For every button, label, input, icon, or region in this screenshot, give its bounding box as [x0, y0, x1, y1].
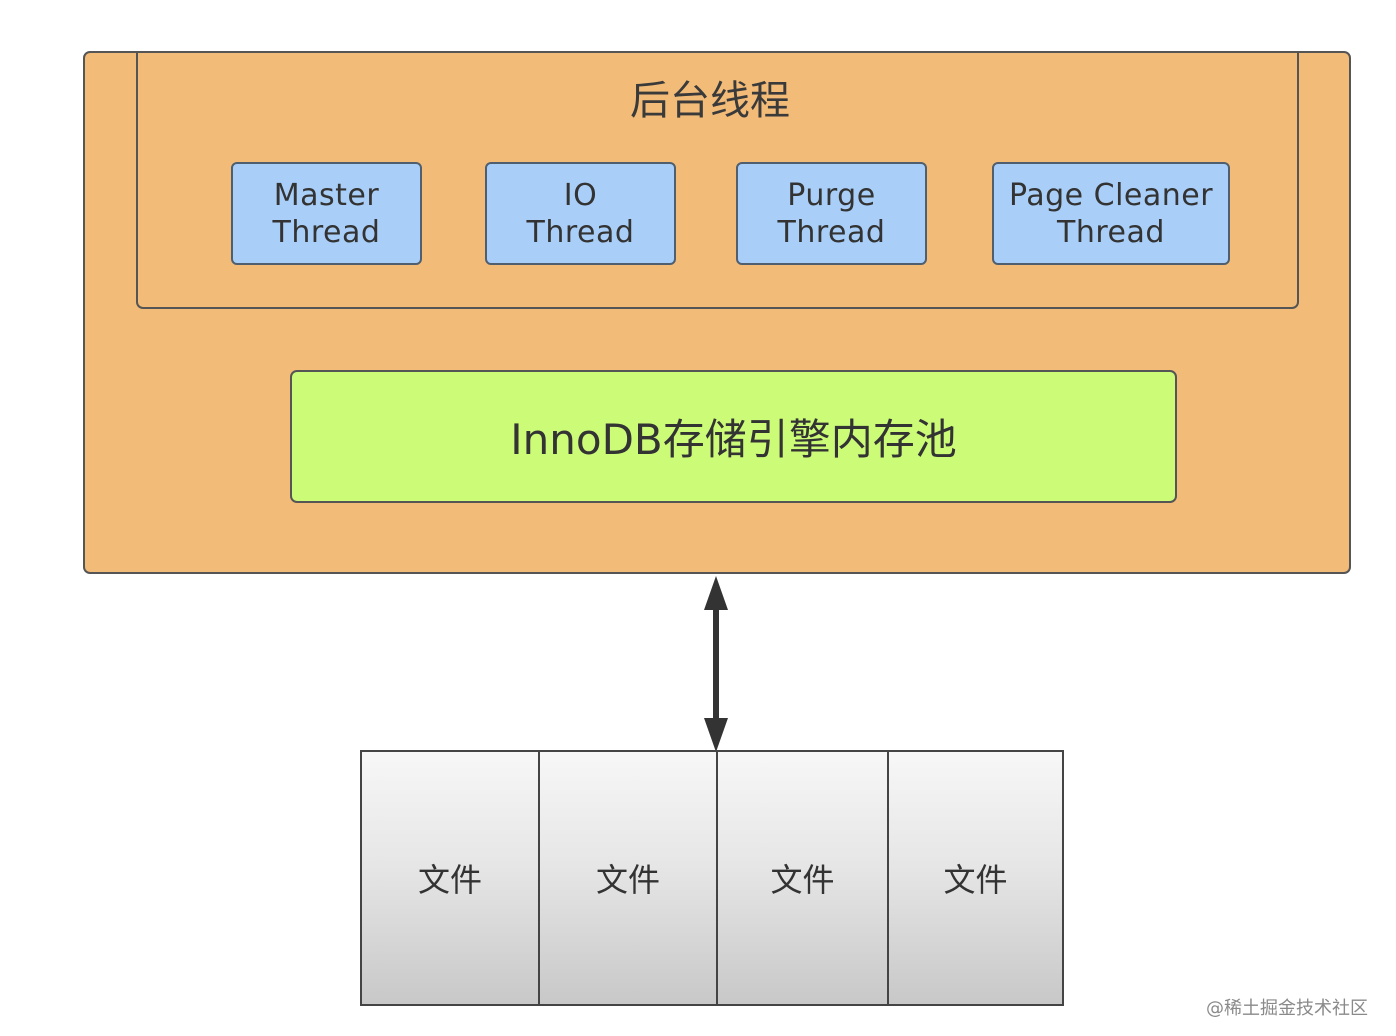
purge-thread-box: Purge Thread — [736, 162, 927, 265]
purge-thread-line2: Thread — [777, 214, 886, 250]
io-thread-label: IO Thread — [527, 177, 635, 251]
file-label: 文件 — [770, 861, 835, 899]
purge-thread-label: Purge Thread — [778, 177, 886, 251]
file-label: 文件 — [417, 861, 482, 899]
innodb-buffer-pool-box: InnoDB存储引擎内存池 — [290, 370, 1177, 503]
master-thread-line1: Master — [273, 177, 380, 213]
file-cell: 文件 — [889, 752, 1062, 1004]
arrow-head-up — [704, 576, 728, 610]
io-thread-line1: IO — [563, 177, 598, 213]
background-threads-title: 后台线程 — [630, 78, 790, 124]
file-label: 文件 — [943, 861, 1008, 899]
files-row: 文件 文件 文件 文件 — [360, 750, 1064, 1006]
watermark: @稀土掘金技术社区 — [1206, 998, 1368, 1019]
master-thread-label: Master Thread — [273, 177, 381, 251]
master-thread-box: Master Thread — [231, 162, 422, 265]
bidirectional-arrow-icon — [704, 576, 728, 752]
io-thread-line2: Thread — [526, 214, 635, 250]
purge-thread-line1: Purge — [787, 177, 876, 213]
page-cleaner-thread-label: Page Cleaner Thread — [1009, 177, 1213, 251]
file-cell: 文件 — [362, 752, 540, 1004]
arrow-head-down — [704, 718, 728, 752]
file-label: 文件 — [595, 861, 660, 899]
page-cleaner-thread-line2: Thread — [1057, 214, 1165, 250]
background-threads-panel — [136, 51, 1299, 309]
file-cell: 文件 — [540, 752, 718, 1004]
file-cell: 文件 — [718, 752, 889, 1004]
page-cleaner-thread-box: Page Cleaner Thread — [992, 162, 1230, 265]
master-thread-line2: Thread — [272, 214, 381, 250]
io-thread-box: IO Thread — [485, 162, 676, 265]
page-cleaner-thread-line1: Page Cleaner — [1008, 177, 1214, 213]
buffer-pool-label: InnoDB存储引擎内存池 — [510, 415, 957, 464]
